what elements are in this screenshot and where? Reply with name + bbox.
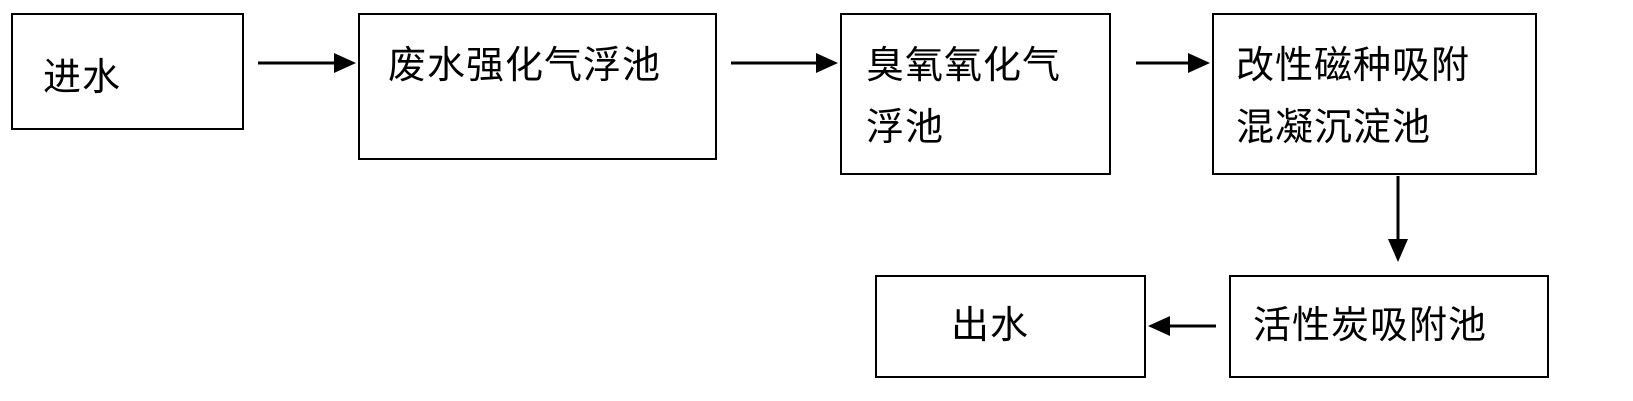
node-magnetic-sedimentation-line2: 混凝沉淀池 [1236, 105, 1432, 149]
arrow-magnetic-to-activated-carbon [1388, 176, 1408, 262]
node-ozone-flotation-line1: 臭氧氧化气 [866, 43, 1062, 87]
arrow-activated-carbon-to-outlet [1148, 316, 1216, 336]
arrow-enhanced-to-ozone-flotation [731, 53, 838, 73]
node-magnetic-sedimentation-line1: 改性磁种吸附 [1236, 43, 1471, 87]
node-enhanced-flotation-label: 废水强化气浮池 [388, 43, 662, 87]
node-enhanced-flotation: 废水强化气浮池 [358, 13, 717, 160]
node-inlet: 进水 [11, 13, 244, 130]
node-activated-carbon: 活性炭吸附池 [1229, 275, 1549, 378]
node-magnetic-sedimentation: 改性磁种吸附 混凝沉淀池 [1212, 13, 1537, 175]
node-ozone-flotation: 臭氧氧化气 浮池 [840, 13, 1111, 175]
node-inlet-label: 进水 [43, 55, 122, 99]
arrow-inlet-to-enhanced-flotation [258, 53, 356, 73]
node-ozone-flotation-line2: 浮池 [866, 105, 945, 149]
node-outlet: 出水 [875, 275, 1146, 378]
node-outlet-label: 出水 [951, 303, 1030, 347]
arrow-ozone-to-magnetic-sedimentation [1136, 53, 1210, 73]
node-activated-carbon-label: 活性炭吸附池 [1253, 303, 1488, 347]
